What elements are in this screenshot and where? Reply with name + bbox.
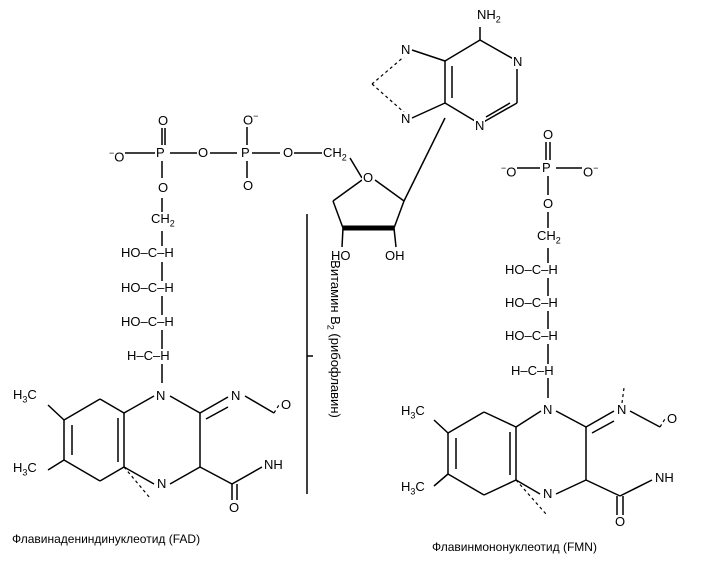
fad-nh: NH — [263, 457, 284, 472]
vitamin-b2-label: Витамин B2 (рибофлавин) — [325, 260, 343, 418]
adenine-n1-label: N — [512, 54, 524, 69]
ribose-ring — [332, 117, 446, 248]
fmn-o-top: O — [542, 127, 555, 142]
fad-hoch-3: HO–C–H — [120, 314, 175, 329]
adenine-ring — [371, 25, 518, 125]
fad-ch2-chain: CH2 — [150, 211, 176, 231]
fad-o-minus-left: −O — [108, 146, 126, 165]
fmn-hoch-1: HO–C–H — [504, 262, 559, 277]
adenine-n7-label: N — [400, 42, 412, 57]
ribose-ring-o: O — [362, 170, 375, 185]
fmn-n5: N — [542, 486, 554, 501]
ribose-oh: OH — [384, 248, 406, 263]
fad-o-bottom: O — [228, 500, 241, 515]
fad-o-top-1: O — [157, 113, 170, 128]
fad-o-minus-top-2: O− — [242, 109, 260, 128]
fmn-h3c-2: H3C — [400, 479, 426, 499]
fmn-hoch-2: HO–C–H — [504, 295, 559, 310]
fad-h3c-1: H3C — [12, 387, 38, 407]
fmn-o-bottom: O — [614, 514, 627, 529]
fad-ch2-top: CH2 — [322, 145, 348, 165]
fmn-h3c-1: H3C — [400, 403, 426, 423]
fmn-hch: H–C–H — [510, 363, 555, 378]
fad-o-bridge-2: O — [282, 145, 295, 160]
fmn-o-minus-left: −O — [500, 161, 518, 180]
fmn-ch2: CH2 — [536, 228, 562, 248]
fmn-nh: NH — [654, 470, 675, 485]
fad-o-bridge-1: O — [197, 145, 210, 160]
fad-caption: Флавинадениндинуклеотид (FAD) — [12, 532, 201, 546]
fad-hoch-1: HO–C–H — [120, 245, 175, 260]
ribose-ho: HO — [330, 248, 352, 263]
fad-n10: N — [155, 388, 167, 403]
fmn-o-carbonyl: O — [666, 411, 679, 426]
fmn-o-below: O — [542, 196, 555, 211]
fad-phosphorus-1: P — [155, 145, 166, 160]
fmn-phosphate-bonds — [514, 141, 582, 228]
fad-hch: H–C–H — [126, 348, 171, 363]
fmn-n1: N — [616, 402, 628, 417]
fmn-caption: Флавинмононуклеотид (FMN) — [432, 540, 597, 554]
fad-o-carbonyl: O — [280, 397, 293, 412]
adenine-nh2-label: NH2 — [476, 7, 502, 27]
vitamin-bracket — [306, 214, 313, 494]
adenine-n3-label: N — [474, 118, 486, 133]
fad-o-below-2: O — [242, 178, 255, 193]
fad-hoch-2: HO–C–H — [120, 280, 175, 295]
fmn-phosphorus: P — [541, 160, 552, 175]
fmn-n10: N — [542, 402, 554, 417]
fad-n5: N — [156, 476, 168, 491]
fmn-o-minus-right: O− — [582, 161, 600, 180]
fad-o-below-1: O — [157, 180, 170, 195]
fad-h3c-2: H3C — [12, 460, 38, 480]
fad-phosphorus-2: P — [240, 145, 251, 160]
fad-n1: N — [230, 388, 242, 403]
adenine-n9-label: N — [400, 111, 412, 126]
fmn-hoch-3: HO–C–H — [504, 328, 559, 343]
